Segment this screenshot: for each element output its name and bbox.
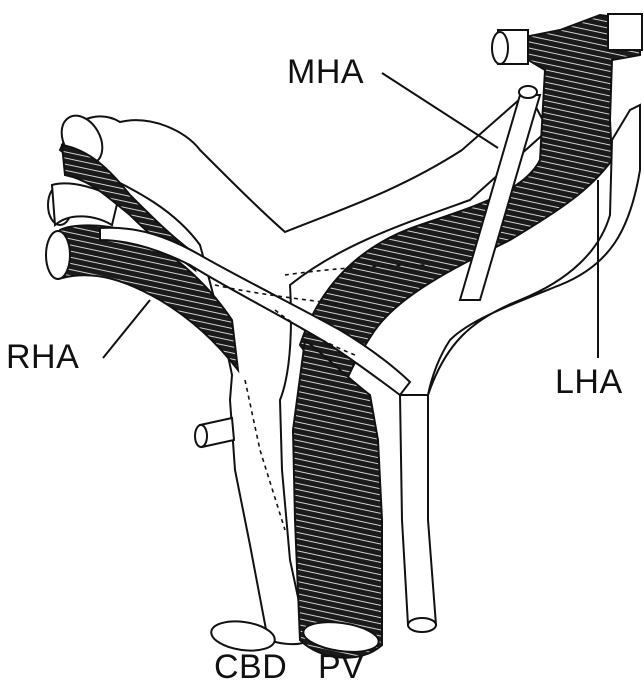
pv-upper-stump-end [492,32,508,64]
label-lha: LHA [555,365,623,399]
pv-right-stump [46,231,70,279]
label-rha: RHA [6,340,79,374]
portal-vein-trunk [293,340,382,658]
label-pv: PV [318,650,364,684]
mha-leader [382,73,498,148]
rha-leader [103,300,150,358]
pv-right-top-stump [608,14,642,50]
cystic-duct-end [195,425,207,447]
mha-tip [519,86,537,98]
proper-hepatic-artery-end [408,618,436,632]
label-mha: MHA [287,55,364,89]
label-cbd: CBD [214,650,287,684]
